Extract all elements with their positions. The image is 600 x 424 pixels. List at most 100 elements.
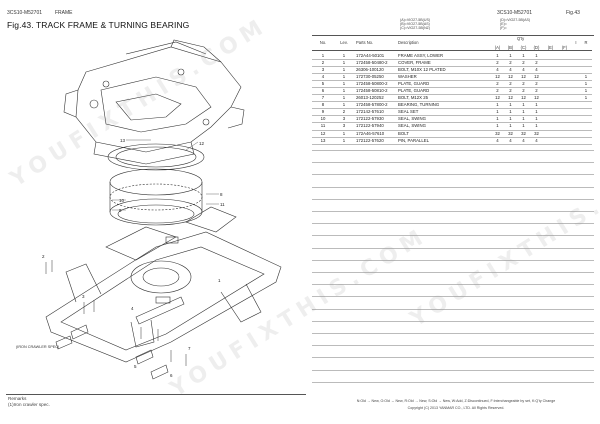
cell-qty-a: 12 (495, 95, 500, 101)
table-header-qty-row: Q'ty (312, 36, 592, 41)
empty-row-rule (312, 345, 594, 347)
cell-qty-d: 1 (535, 53, 538, 58)
cell-lev: 1 (342, 60, 346, 66)
cell-qty-d: 12 (534, 95, 539, 101)
cell-lev: 1 (342, 81, 346, 87)
cell-no: 4 (321, 74, 325, 80)
change-legend: N:Old → New, O:Old ↔ New, R:Old → New, S… (356, 399, 556, 403)
callout-1: 1 (218, 278, 221, 283)
cell-qty-a: 12 (495, 74, 500, 80)
callout-5: 5 (134, 364, 137, 369)
parts-table: Q'ty No. Lev. Parts No. Description I R … (312, 36, 592, 145)
cell-description: FRAME ASSY, LOWER (398, 53, 444, 58)
cell-qty-d: 1 (535, 109, 538, 115)
callout-8: 8 (220, 192, 223, 197)
cell-qty-b: 12 (508, 74, 513, 80)
cell-qty-d: 1 (535, 102, 538, 108)
cell-no: 5 (321, 81, 325, 87)
cell-description: COVER, FRAME (398, 60, 431, 66)
cell-qty-d: 12 (534, 74, 539, 80)
page-title: Fig.43. TRACK FRAME & TURNING BEARING (7, 20, 190, 30)
cell-description: PLATE, GUARD (398, 81, 430, 87)
header-fig: Fig.43 (566, 10, 580, 16)
cell-qty-a: 2 (496, 60, 499, 66)
cell-qty-d: 1 (535, 123, 538, 129)
empty-row-rule (312, 272, 594, 273)
cell-qty-b: 4 (509, 67, 512, 73)
empty-row-rule (312, 369, 594, 371)
cell-lev: 1 (342, 130, 346, 136)
cell-qty-c: 1 (522, 116, 525, 122)
remarks-block: Remarks (1)Iron crawler spec. (8, 396, 50, 407)
cell-qty-b: 12 (508, 95, 513, 101)
variant-e: (E)= (500, 22, 507, 27)
header-right-code: 3CS10-M52701 (497, 10, 533, 16)
empty-row-rule (312, 162, 594, 164)
col-a: (A) (494, 45, 501, 50)
variant-a: (A)=VIO27-5B(US) (400, 18, 431, 22)
col-f: (F) (561, 45, 568, 50)
callout-13: 13 (120, 138, 126, 143)
guard-plates-drawing (55, 296, 185, 380)
cell-description: BEARING, TURNING (398, 102, 440, 108)
cell-parts-no: 172122-57930 (356, 116, 384, 122)
cell-description: BOLT (398, 130, 409, 136)
cell-parts-no: 172730-05250 (356, 74, 384, 80)
empty-row-rule (312, 150, 594, 151)
empty-row-rule (312, 357, 594, 359)
cell-qty-b: 1 (509, 123, 512, 129)
variant-legend-right: (D)=VIO27-5B(AS) (E)= (F)= (500, 18, 530, 31)
cell-no: 12 (320, 130, 326, 136)
variant-c: (C)=VIO27-5B(NZ) (400, 26, 431, 31)
remarks-rule (6, 394, 306, 395)
cell-lev: 3 (342, 123, 346, 129)
cell-qty-a: 1 (496, 116, 499, 122)
cell-parts-no: 172458-50800-2 (356, 81, 388, 87)
cell-qty-b: 2 (509, 60, 512, 66)
variant-b: (B)=VIO27-5B(AS) (400, 22, 430, 27)
cell-parts-no: 172458-50480-2 (356, 60, 388, 66)
cell-parts-no: 26306-100120 (356, 67, 384, 73)
cell-qty-d: 2 (535, 81, 538, 87)
bolts-drawing (45, 260, 187, 366)
cell-qty-c: 4 (522, 137, 525, 143)
callout-7: 7 (188, 346, 191, 351)
cell-qty-c: 32 (521, 130, 526, 136)
copyright: Copyright (C) 2013 YANMAR CO., LTD. All … (407, 406, 505, 410)
cell-qty-c: 2 (522, 60, 525, 66)
cell-qty-b: 1 (509, 53, 512, 58)
cell-lev: 2 (342, 109, 346, 115)
cell-qty-b: 1 (509, 102, 512, 108)
cell-lev: 1 (342, 137, 346, 143)
cell-qty-a: 32 (495, 130, 500, 136)
inset-label: (IRON CRAWLER SPEC) (16, 345, 60, 349)
cell-qty-b: 4 (509, 137, 512, 143)
cell-description: WASHER (398, 74, 417, 80)
cell-no: 8 (321, 102, 325, 108)
empty-row-rule (312, 186, 594, 188)
variant-f: (F)= (500, 26, 507, 31)
cell-qty-b: 1 (509, 109, 512, 115)
cell-qty-b: 2 (509, 81, 512, 87)
cell-qty-a: 2 (496, 88, 499, 94)
cell-qty-a: 1 (496, 123, 499, 129)
col-description: Description (398, 40, 419, 45)
cell-qty-b: 2 (509, 88, 512, 94)
cell-description: BOLT, M12X 25 (398, 95, 429, 101)
lower-frame-drawing (45, 206, 282, 363)
variant-legend-left: (A)=VIO27-5B(US) (B)=VIO27-5B(AS) (C)=VI… (400, 18, 430, 31)
cell-lev: 1 (342, 67, 346, 73)
empty-row-rule (312, 211, 594, 212)
col-e: (E) (547, 45, 554, 50)
empty-row-rule (312, 296, 594, 298)
cell-qty-a: 2 (496, 81, 499, 87)
col-d: (D) (533, 45, 540, 50)
